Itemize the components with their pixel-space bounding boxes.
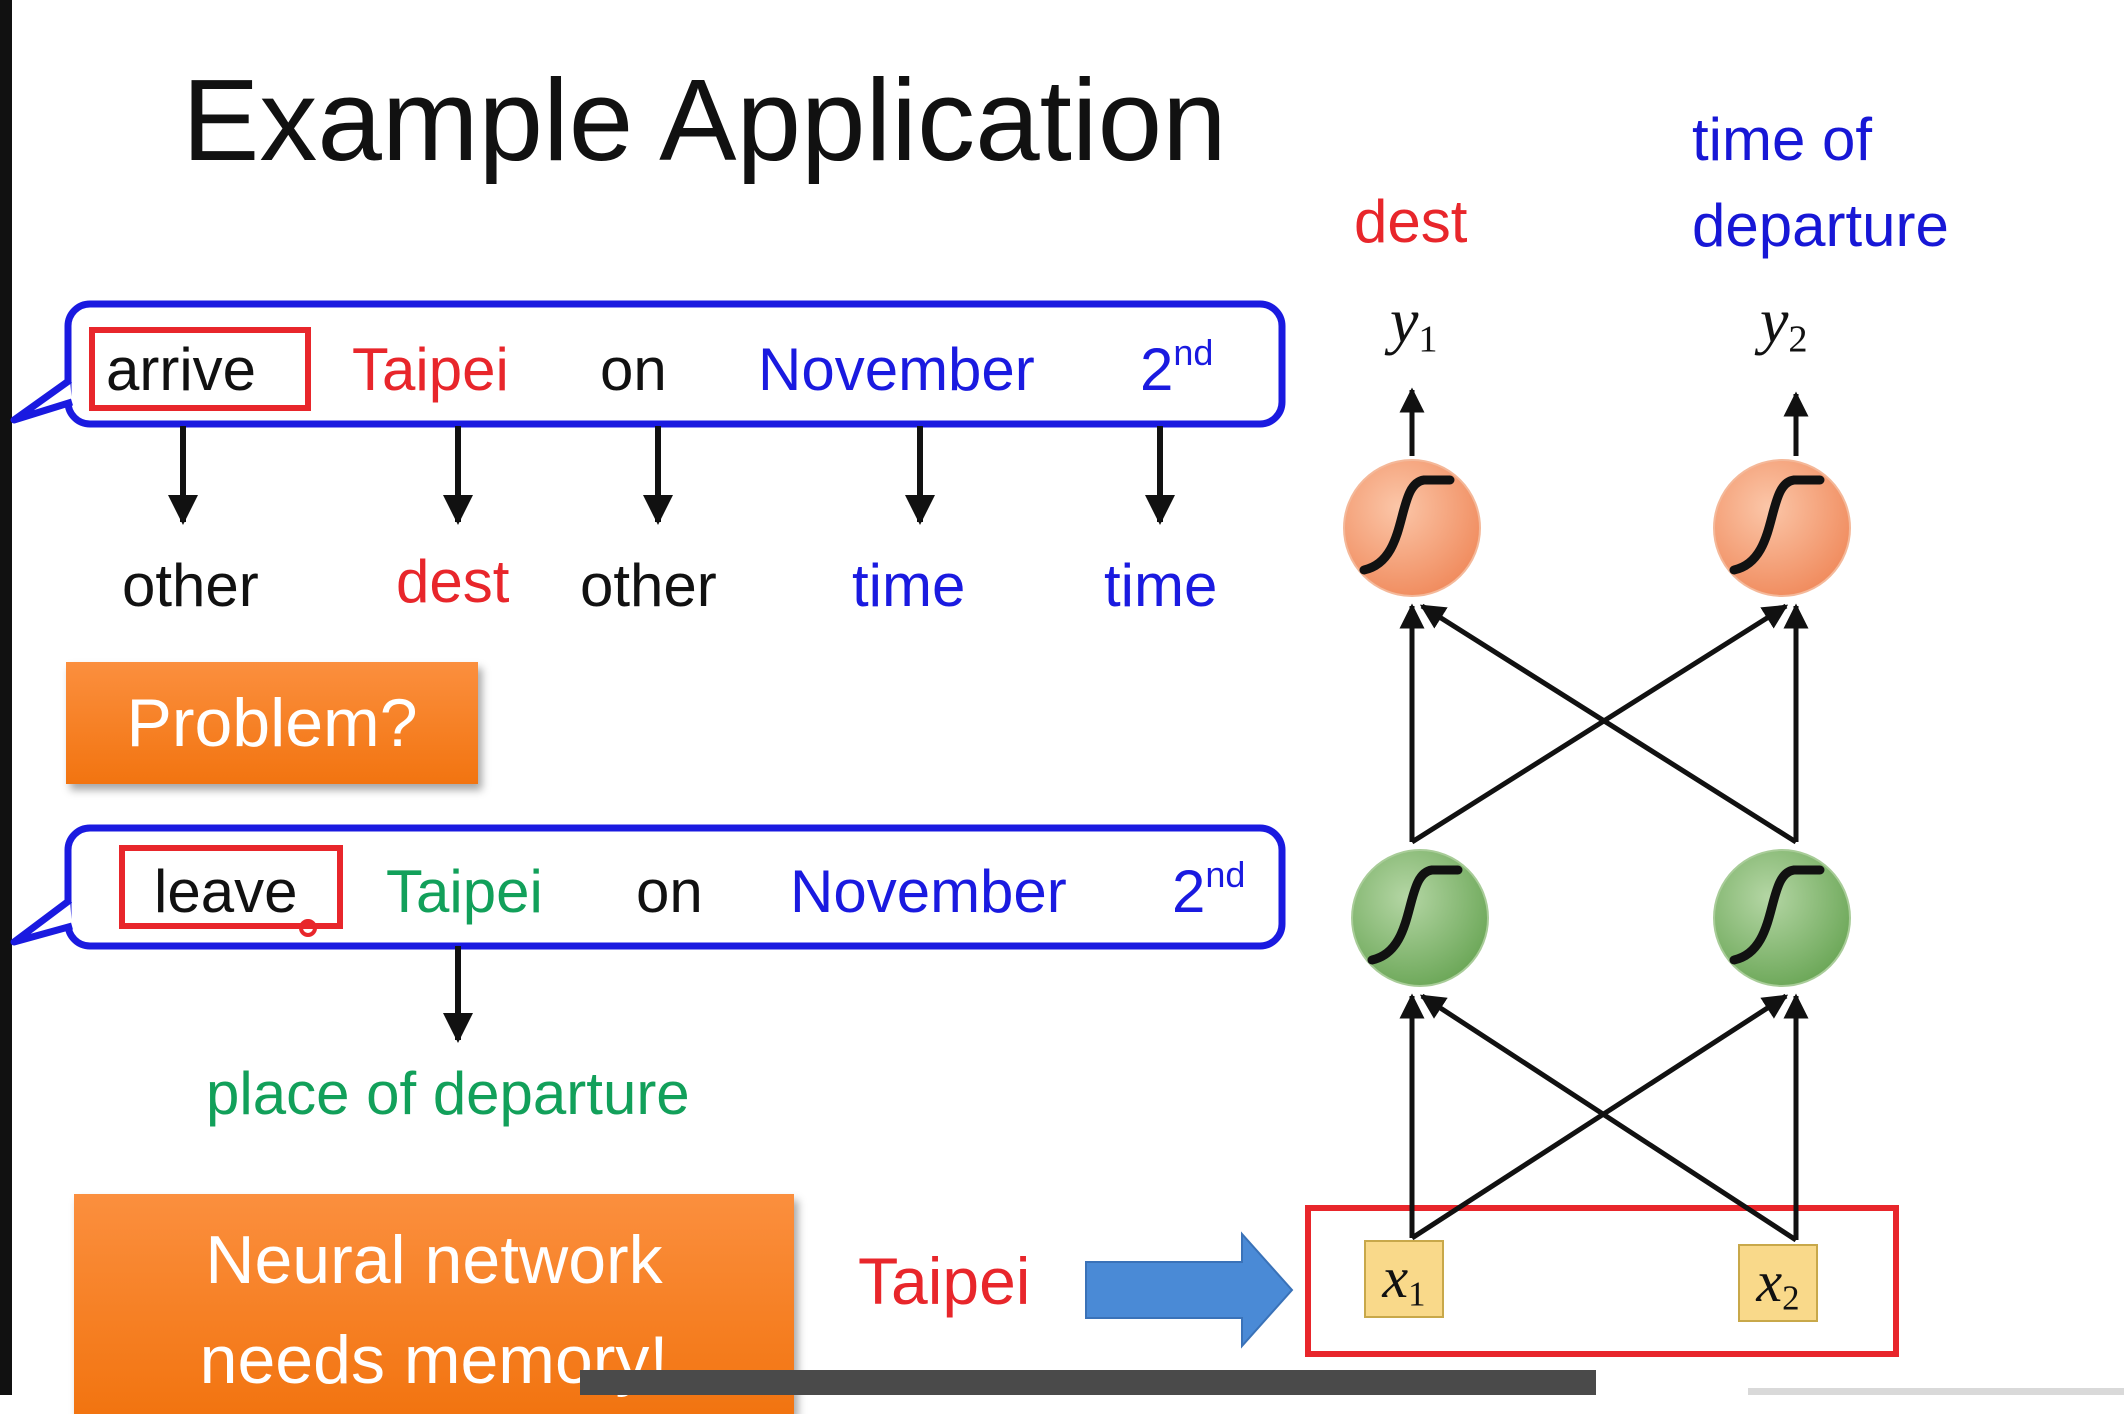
- output-label-time-line1: time of: [1692, 106, 1873, 173]
- highlight-box-leave: [119, 845, 343, 929]
- label-other-2: other: [580, 552, 717, 619]
- output-y1: y1: [1390, 285, 1438, 361]
- word-taipei-1: Taipei: [352, 336, 509, 403]
- problem-label: Problem?: [66, 662, 478, 784]
- word-november-2: November: [790, 858, 1067, 925]
- network-connections: [1399, 387, 1809, 1243]
- output-y2: y2: [1760, 285, 1808, 361]
- word-2nd-1: 2nd: [1140, 331, 1214, 403]
- subtitle-bar-right: [1748, 1388, 2124, 1395]
- nn-label-line2: needs memory!: [199, 1322, 669, 1398]
- left-frame-edge: [0, 0, 12, 1395]
- input-x2: x2: [1738, 1244, 1818, 1322]
- word-leave: leave: [154, 858, 298, 925]
- sentence-bubble-1: [10, 300, 1286, 428]
- label-other-1: other: [122, 552, 259, 619]
- word-arrive: arrive: [106, 336, 257, 403]
- nn-label-line1: Neural network: [205, 1222, 663, 1298]
- output-node-2: [1713, 459, 1851, 597]
- sentence-bubble-2: [10, 824, 1286, 950]
- output-label-time-line2: departure: [1692, 192, 1949, 259]
- word-on-1: on: [600, 336, 667, 403]
- word-on-2: on: [636, 858, 703, 925]
- hidden-node-1: [1351, 849, 1489, 987]
- label-arrows-1: [168, 426, 1175, 525]
- word-2nd-2: 2nd: [1172, 853, 1246, 925]
- label-place-of-departure: place of departure: [206, 1060, 690, 1127]
- input-word-taipei: Taipei: [858, 1244, 1031, 1318]
- output-label-dest: dest: [1354, 188, 1468, 255]
- label-time-2: time: [1104, 552, 1218, 619]
- slide-title: Example Application: [182, 55, 1227, 185]
- input-x1: x1: [1364, 1240, 1444, 1318]
- label-time-1: time: [852, 552, 966, 619]
- hidden-node-2: [1713, 849, 1851, 987]
- input-arrow: [1085, 1231, 1294, 1349]
- label-dest: dest: [396, 548, 510, 615]
- cursor-dot: [299, 919, 317, 937]
- output-node-1: [1343, 459, 1481, 597]
- input-layer-box: [1305, 1205, 1899, 1357]
- highlight-box-arrive: [89, 327, 311, 411]
- word-november-1: November: [758, 336, 1035, 403]
- word-taipei-2: Taipei: [386, 858, 543, 925]
- subtitle-bar: [580, 1370, 1596, 1395]
